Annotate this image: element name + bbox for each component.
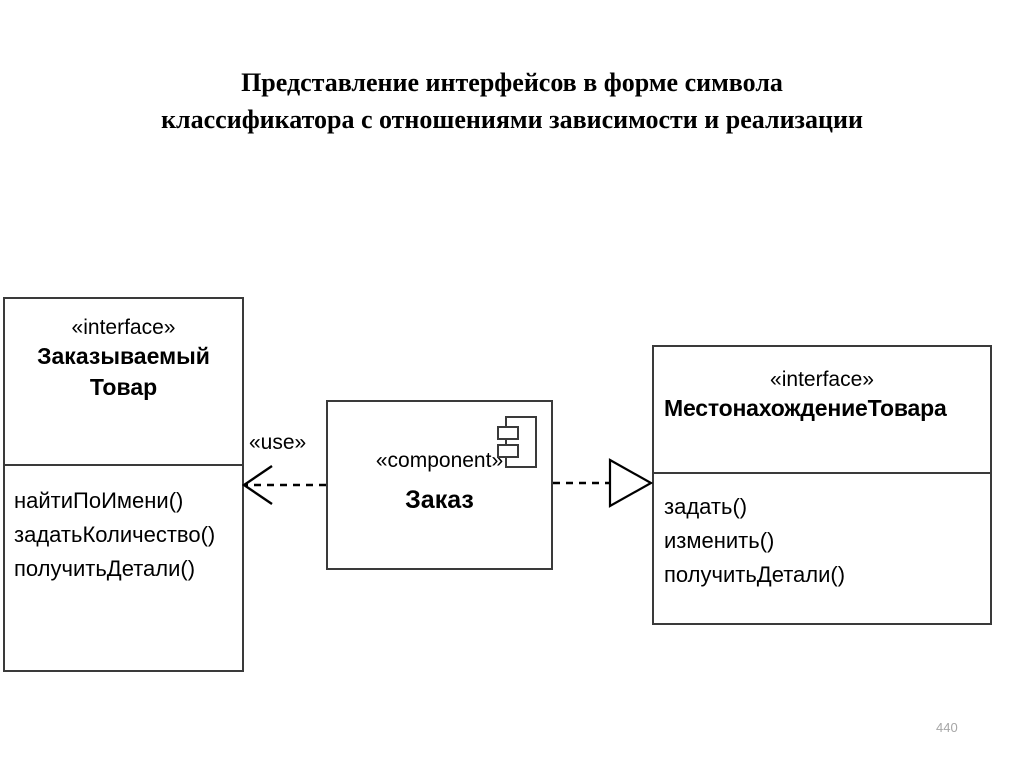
- dependency-connector: [241, 465, 326, 505]
- hollow-triangle-icon: [608, 458, 654, 508]
- stereotype-label-right-interface: «interface»: [770, 368, 874, 391]
- page-number: 440: [936, 720, 958, 735]
- relationship-label-use: «use»: [249, 431, 307, 454]
- interface-header-compartment-left: «interface» Заказываемый Товар: [5, 299, 242, 466]
- stereotype-label-left-interface: «interface»: [71, 316, 176, 339]
- page-title: Представление интерфейсов в форме символ…: [161, 68, 863, 134]
- operation-item: получитьДетали(): [664, 562, 846, 587]
- operation-item: задатьКоличество(): [14, 522, 216, 547]
- interface-box-ordered-item[interactable]: «interface» Заказываемый Товар найтиПоИм…: [3, 297, 244, 672]
- component-icon: [497, 416, 537, 468]
- operation-item: задать(): [664, 494, 748, 519]
- interface-name-right: МестонахождениеТовара: [664, 395, 947, 421]
- interface-operations-compartment-left: найтиПоИмени() задатьКоличество() получи…: [5, 466, 242, 586]
- interface-name-left-line2: Товар: [89, 374, 158, 400]
- component-box-order[interactable]: «component» Заказ: [326, 400, 553, 570]
- operation-item: получитьДетали(): [14, 556, 196, 581]
- interface-name-left-line1: Заказываемый: [37, 343, 210, 369]
- interface-box-item-location[interactable]: «interface» МестонахождениеТовара задать…: [652, 345, 992, 625]
- operation-item: найтиПоИмени(): [14, 488, 184, 513]
- realization-connector: [553, 458, 654, 508]
- open-arrow-icon: [241, 465, 273, 505]
- component-name: Заказ: [405, 486, 474, 514]
- stereotype-label-component: «component»: [375, 449, 504, 472]
- interface-operations-compartment-right: задать() изменить() получитьДетали(): [654, 474, 990, 592]
- interface-header-compartment-right: «interface» МестонахождениеТовара: [654, 347, 990, 474]
- operation-item: изменить(): [664, 528, 775, 553]
